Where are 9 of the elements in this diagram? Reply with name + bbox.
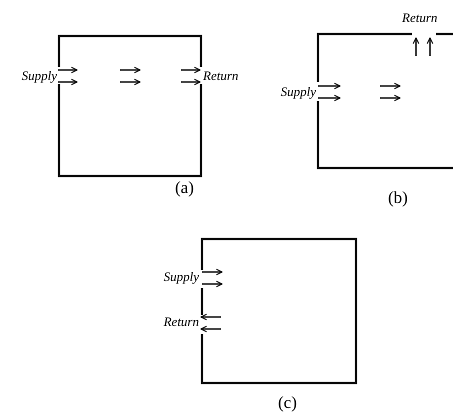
flow-label: Supply: [164, 270, 199, 284]
panel-caption: (b): [388, 188, 408, 208]
flow-label: Return: [203, 69, 238, 83]
panel-caption: (a): [175, 178, 194, 198]
flow-label: Return: [402, 11, 438, 25]
flow-label: Supply: [22, 69, 57, 83]
panel-caption: (c): [278, 393, 297, 413]
flow-label: Supply: [280, 85, 316, 99]
flow-label: Return: [164, 315, 199, 329]
